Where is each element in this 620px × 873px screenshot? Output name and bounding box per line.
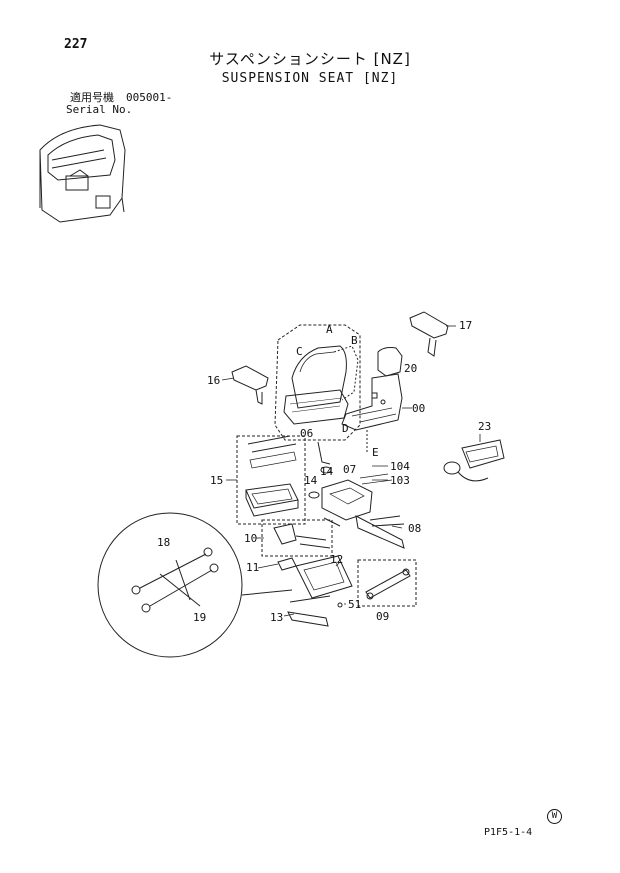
callout-51: 51 [348, 598, 361, 611]
callout-00: 00 [412, 402, 425, 415]
seat-frame [341, 347, 403, 452]
callout-23: 23 [478, 420, 491, 433]
lower-mechanism [277, 555, 353, 627]
seat-cover-item-23 [443, 439, 505, 482]
callout-19: 19 [193, 611, 206, 624]
rail-kit-box [236, 435, 306, 525]
damper-kit-box [357, 559, 417, 607]
right-armrest [409, 311, 449, 357]
watermark-symbol: W [547, 809, 562, 824]
callout-13: 13 [270, 611, 283, 624]
left-armrest [231, 365, 269, 405]
serial-label-english: Serial No. [66, 103, 133, 116]
callout-17: 17 [459, 319, 472, 332]
page-title-japanese: サスペンションシート [NZ] [209, 50, 411, 68]
callout-06: 06 [300, 427, 313, 440]
callout-A: A [326, 323, 333, 336]
page-number: 227 [64, 37, 88, 52]
callout-12: 12 [330, 553, 343, 566]
callout-07: 07 [343, 463, 356, 476]
callout-09: 09 [376, 610, 389, 623]
callout-15: 15 [210, 474, 223, 487]
leader-lines [221, 325, 481, 617]
serial-value: 005001- [126, 91, 173, 104]
callout-08: 08 [408, 522, 421, 535]
callout-103: 103 [390, 474, 410, 487]
page-title-english: SUSPENSION SEAT [NZ] [221, 71, 399, 86]
callout-labels: A B C D E 00 06 07 08 09 10 11 12 13 14 … [157, 319, 491, 624]
bracket-kit-box [261, 519, 333, 557]
callout-10: 10 [244, 532, 257, 545]
callout-C: C [296, 345, 303, 358]
callout-D: D [342, 422, 349, 435]
serial-label-japanese: 適用号機 [70, 91, 114, 104]
callout-11: 11 [246, 561, 259, 574]
callout-14-lower: 14 [304, 474, 318, 487]
callout-104: 104 [390, 460, 410, 473]
suspension-parts [308, 441, 405, 549]
callout-14-upper: 14 [320, 465, 334, 478]
cab-thumbnail [39, 124, 126, 223]
callout-B: B [351, 334, 358, 347]
callout-20: 20 [404, 362, 417, 375]
document-code: P1F5-1-4 [484, 827, 533, 838]
callout-16: 16 [207, 374, 220, 387]
detail-magnifier [97, 512, 293, 658]
callout-18: 18 [157, 536, 170, 549]
callout-E: E [372, 446, 379, 459]
seat-assembly [274, 324, 361, 441]
